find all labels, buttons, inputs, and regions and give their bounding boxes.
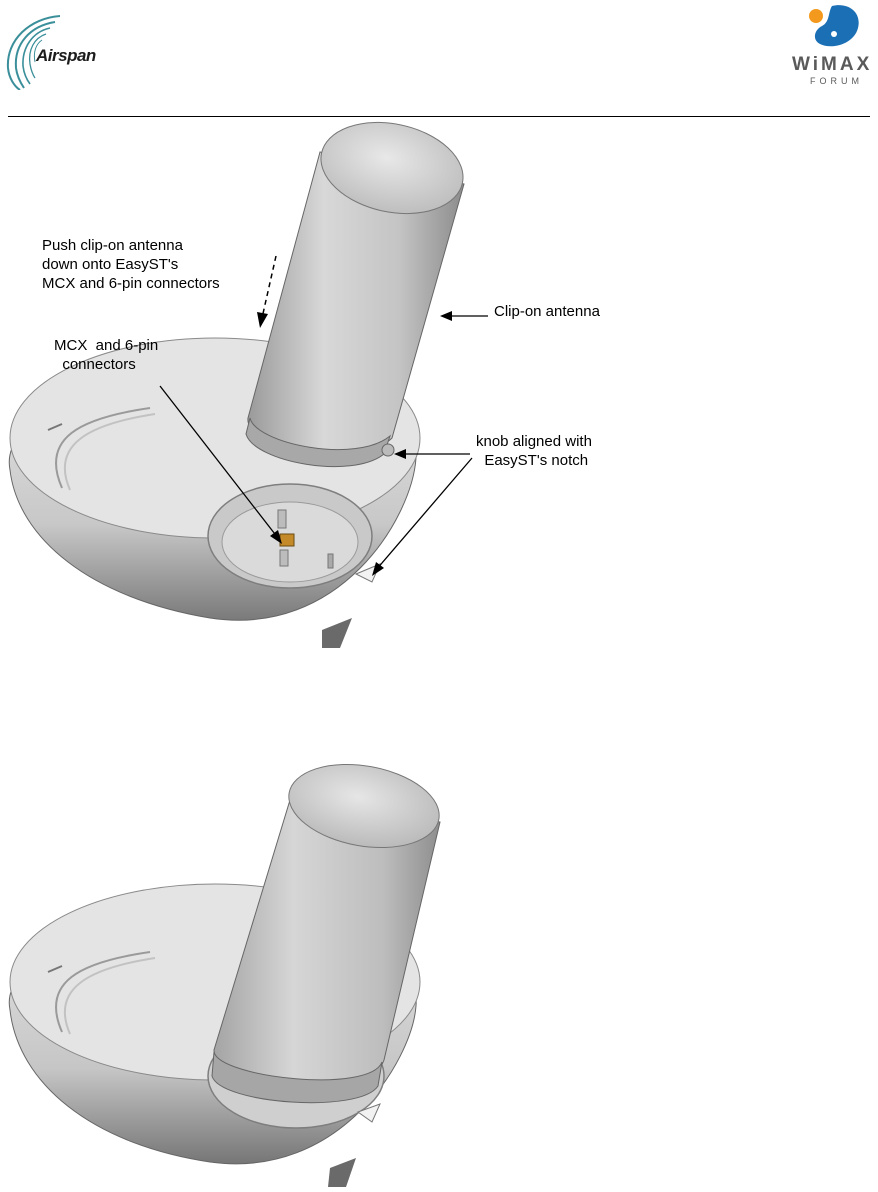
airspan-wordmark: Airspan — [36, 46, 96, 66]
header-divider — [8, 116, 870, 117]
wimax-forum-logo: WiMAX FORUM — [788, 4, 874, 96]
push-callout-label: Push clip-on antenna down onto EasyST's … — [42, 236, 220, 293]
clip-on-antenna-label: Clip-on antenna — [494, 302, 600, 321]
figure-antenna-attached — [0, 760, 878, 1187]
push-direction-arrow — [257, 256, 276, 328]
figure-antenna-attach: Push clip-on antenna down onto EasyST's … — [0, 118, 878, 658]
knob-aligned-label: knob aligned with EasyST's notch — [476, 432, 592, 470]
antenna-attach-illustration — [0, 118, 878, 658]
forum-wordmark: FORUM — [810, 76, 863, 86]
airspan-logo: Airspan — [0, 10, 140, 90]
wimax-wordmark: WiMAX — [792, 54, 872, 76]
mcx-connectors-label: MCX and 6-pin connectors — [54, 336, 158, 374]
clip-on-antenna — [246, 118, 472, 467]
wimax-figure-icon — [788, 4, 874, 54]
antenna-attached-illustration — [0, 760, 878, 1187]
